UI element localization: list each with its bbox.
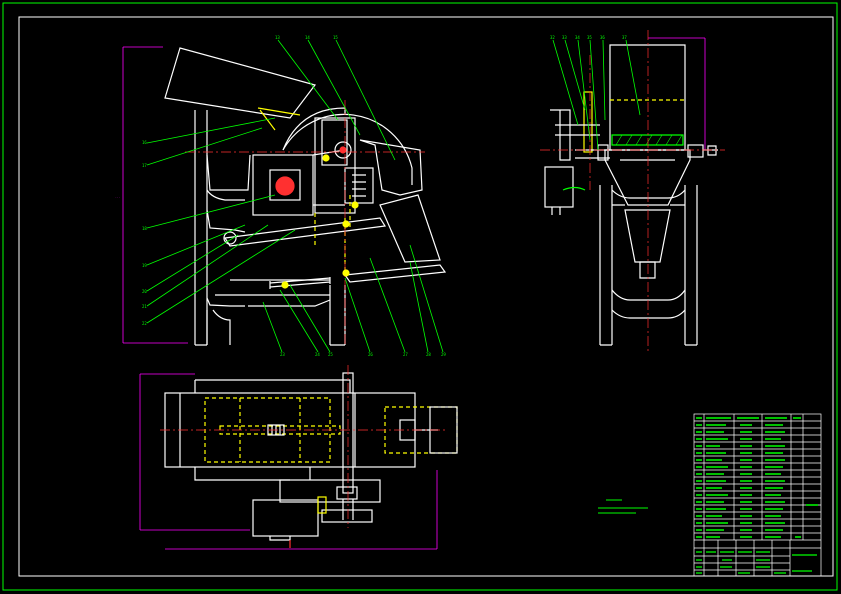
front-view-balloon-labels: 13 14 15 16 17 18 19 20 21 22 23 24 25 2… [142, 35, 446, 357]
parts-list-column-lines [703, 414, 804, 540]
plan-dimension-bottom [165, 470, 438, 550]
parts-list-row-lines [694, 420, 821, 541]
balloon-label: 27 [403, 352, 408, 357]
side-view-balloon-labels: 32 33 34 35 36 37 [550, 35, 627, 40]
notes-text-placeholder [598, 499, 648, 514]
balloon-label: 37 [622, 35, 627, 40]
side-motor [544, 166, 574, 208]
balloon-label: 19 [142, 263, 147, 268]
plan-view [139, 365, 458, 550]
balloon-label: 26 [368, 352, 373, 357]
balloon-label: 21 [142, 304, 147, 309]
side-hopper [609, 44, 686, 151]
svg-text:...: ... [115, 195, 121, 199]
discharge-chute [343, 264, 447, 283]
adjust-rod [269, 277, 331, 289]
plan-gearbox [252, 499, 319, 537]
parts-list-text-marks [696, 417, 818, 538]
balloon-label: 20 [142, 289, 147, 294]
frame-panel-base [206, 297, 331, 345]
plan-dimension-left [139, 373, 250, 531]
side-hopper-hatch [611, 134, 684, 146]
title-block-lines [694, 540, 821, 576]
balloon-label: 35 [587, 35, 592, 40]
flywheel-guard [282, 113, 413, 185]
balloon-label: 28 [426, 352, 431, 357]
balloon-label: 18 [142, 226, 147, 231]
balloon-label: 14 [305, 35, 310, 40]
side-lower-cone [624, 209, 671, 263]
front-view: ... [115, 46, 447, 346]
front-view-leaders [146, 39, 444, 353]
balloon-label: 15 [333, 35, 338, 40]
side-frame [599, 185, 698, 346]
sheet-inner-border [18, 16, 834, 577]
balloon-label: 22 [142, 321, 147, 326]
crusher-jaw [359, 139, 423, 196]
technical-notes [598, 499, 648, 514]
frame-leg-left [194, 110, 208, 346]
feed-hopper [164, 47, 317, 119]
balloon-label: 16 [142, 140, 147, 145]
balloon-label: 25 [328, 352, 333, 357]
side-view-leaders [552, 39, 641, 151]
side-view [540, 30, 725, 352]
side-crush-cone [604, 149, 691, 206]
parts-list-table [693, 413, 822, 577]
balloon-label: 32 [550, 35, 555, 40]
swing-lever [223, 217, 387, 247]
front-height-dimension [122, 46, 188, 344]
lever-pulley [223, 231, 237, 245]
balloon-label: 34 [575, 35, 580, 40]
balloon-label: 24 [315, 352, 320, 357]
frame-panel-upper [206, 154, 251, 191]
frame-panel-lower [206, 209, 246, 233]
balloon-label: 17 [142, 163, 147, 168]
balloon-label: 36 [600, 35, 605, 40]
motor-box [252, 154, 314, 216]
balloon-label: 29 [441, 352, 446, 357]
frame-leg-right [329, 285, 346, 346]
shaft-housing [314, 117, 356, 214]
balloon-label: 23 [280, 352, 285, 357]
balloon-label: 13 [275, 35, 280, 40]
side-height-dimension [648, 37, 706, 150]
title-block-text-marks [696, 551, 817, 574]
balloon-label: 33 [562, 35, 567, 40]
